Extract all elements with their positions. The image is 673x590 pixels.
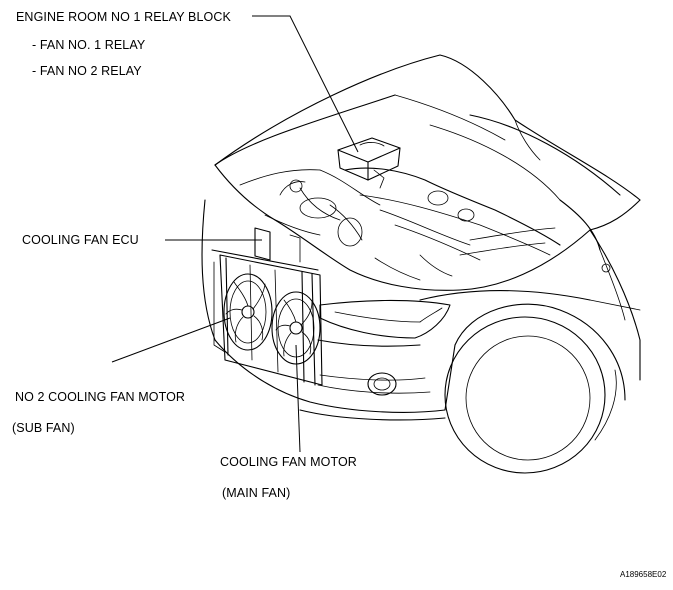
main-fan-motor-label: COOLING FAN MOTOR	[220, 455, 357, 469]
radiator-fan-assembly	[211, 249, 323, 386]
main-fan-label: (MAIN FAN)	[222, 486, 291, 500]
leader-lines	[111, 15, 359, 453]
sub-fan-label: (SUB FAN)	[12, 421, 75, 435]
front-wheel	[444, 303, 626, 474]
fan-relay-1-label: - FAN NO. 1 RELAY	[32, 38, 146, 52]
leader-sub-fan	[111, 317, 231, 363]
cooling-fan-ecu-label: COOLING FAN ECU	[22, 233, 139, 247]
sub-fan-motor-label: NO 2 COOLING FAN MOTOR	[15, 390, 186, 404]
headlight	[319, 299, 451, 339]
leader-main-fan	[295, 344, 301, 453]
relay-block	[337, 137, 401, 189]
fan-relay-2-label: - FAN NO 2 RELAY	[32, 64, 142, 78]
relay-block-label: ENGINE ROOM NO 1 RELAY BLOCK	[16, 10, 231, 24]
figure-code: A189658E02	[620, 570, 667, 579]
front-bumper	[201, 199, 456, 421]
cooling-fan-ecu	[254, 227, 301, 263]
body-side	[419, 199, 641, 381]
leader-relay-block	[252, 15, 359, 153]
engine	[214, 164, 591, 291]
main-fan	[271, 291, 321, 365]
hood	[214, 54, 641, 231]
sub-fan	[223, 273, 273, 351]
windshield	[429, 114, 621, 201]
